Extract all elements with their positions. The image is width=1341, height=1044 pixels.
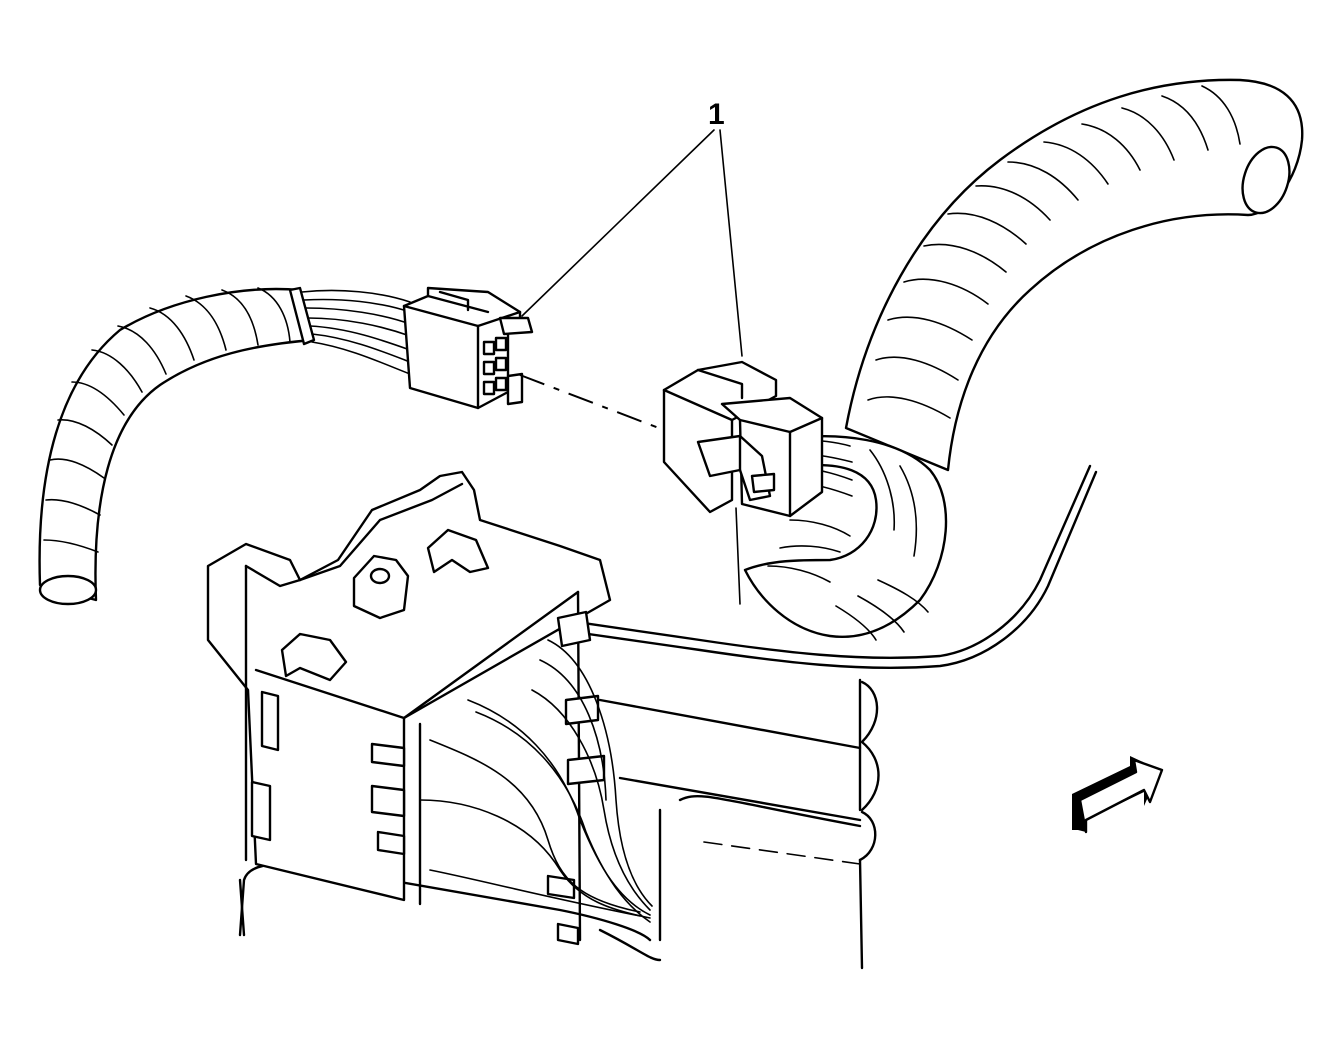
callout-1-leaders bbox=[521, 129, 743, 605]
left-connector bbox=[402, 286, 534, 410]
right-wire-harness bbox=[844, 78, 1304, 472]
callout-1-label: 1 bbox=[708, 98, 725, 131]
forward-direction-arrow-icon bbox=[1072, 756, 1164, 834]
mounting-hole bbox=[369, 567, 391, 585]
module-bracket bbox=[206, 470, 612, 946]
mating-alignment-line bbox=[519, 374, 665, 431]
harness-end-right bbox=[1241, 145, 1291, 215]
harness-end-left bbox=[38, 574, 98, 606]
left-exposed-wires bbox=[301, 289, 411, 375]
right-harness-loop bbox=[743, 435, 948, 641]
right-connector bbox=[662, 360, 824, 518]
internal-wires bbox=[419, 639, 653, 923]
left-wire-harness bbox=[38, 286, 316, 606]
